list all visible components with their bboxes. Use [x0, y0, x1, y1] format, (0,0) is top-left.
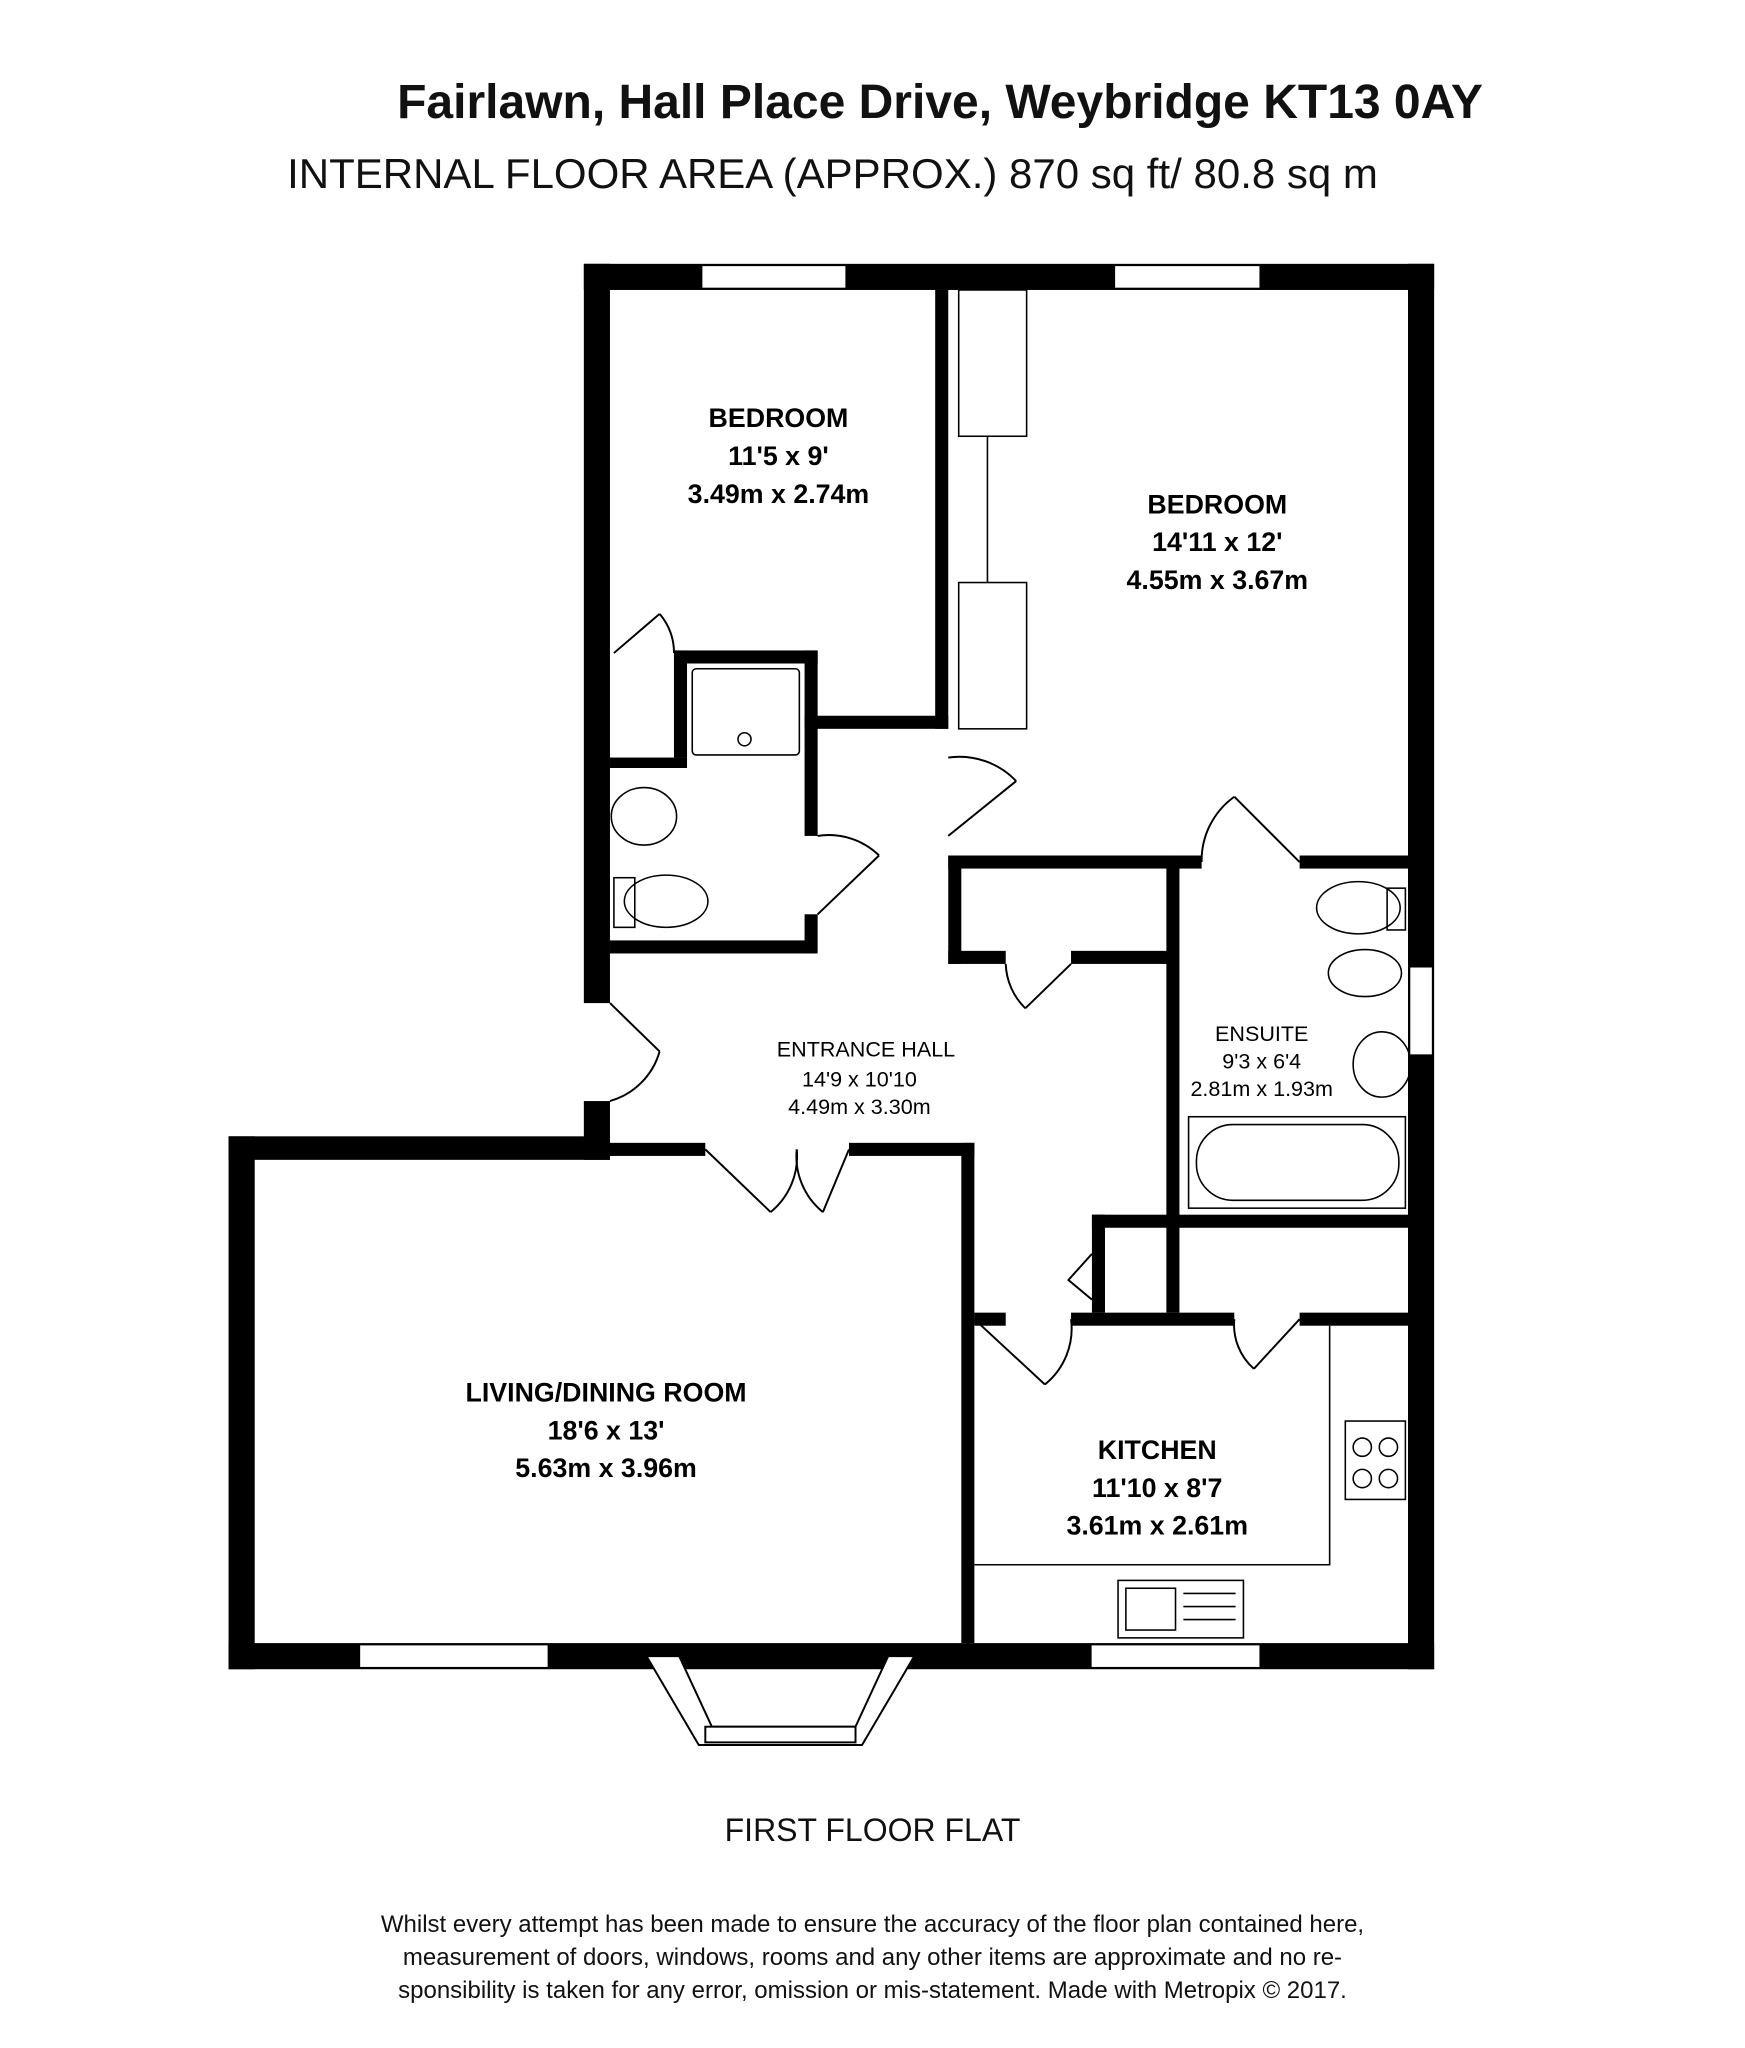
room-imperial: 14'11 x 12'	[1152, 527, 1282, 557]
room-metric: 3.61m x 2.61m	[1066, 1511, 1248, 1541]
room-name: BEDROOM	[1147, 489, 1287, 519]
toilet	[623, 874, 709, 929]
room-metric: 4.55m x 3.67m	[1127, 565, 1309, 595]
fixtures	[610, 289, 1412, 1639]
room-name: BEDROOM	[709, 403, 849, 433]
disclaimer: Whilst every attempt has been made to en…	[0, 1908, 1745, 2007]
shower-tray	[691, 667, 801, 756]
property-title: Fairlawn, Hall Place Drive, Weybridge KT…	[397, 76, 1483, 129]
disclaimer-line: Whilst every attempt has been made to en…	[380, 1911, 1365, 1938]
basin	[610, 786, 678, 846]
room-imperial: 11'5 x 9'	[728, 441, 829, 471]
sink	[1117, 1579, 1245, 1639]
room-metric: 3.49m x 2.74m	[688, 479, 870, 509]
walls	[228, 263, 1435, 1670]
room-imperial: 18'6 x 13'	[548, 1415, 665, 1445]
room-metric: 4.49m x 3.30m	[788, 1094, 931, 1119]
room-name: KITCHEN	[1098, 1435, 1217, 1465]
bath	[1187, 1115, 1407, 1209]
floor-area: INTERNAL FLOOR AREA (APPROX.) 870 sq ft/…	[287, 150, 1378, 197]
room-name: ENTRANCE HALL	[777, 1037, 955, 1062]
disclaimer-line: measurement of doors, windows, rooms and…	[402, 1944, 1343, 1971]
hob	[1344, 1420, 1407, 1501]
room-imperial: 11'10 x 8'7	[1092, 1473, 1222, 1503]
room-metric: 2.81m x 1.93m	[1190, 1076, 1333, 1101]
floor-label: FIRST FLOOR FLAT	[724, 1812, 1021, 1848]
windows	[358, 264, 1434, 1746]
room-name: ENSUITE	[1215, 1021, 1308, 1046]
doors	[609, 613, 1301, 1386]
room-metric: 5.63m x 3.96m	[515, 1453, 697, 1483]
room-imperial: 14'9 x 10'10	[802, 1067, 917, 1092]
disclaimer-line: sponsibility is taken for any error, omi…	[398, 1977, 1347, 2004]
room-imperial: 9'3 x 6'4	[1222, 1048, 1301, 1073]
room-name: LIVING/DINING ROOM	[466, 1377, 747, 1407]
